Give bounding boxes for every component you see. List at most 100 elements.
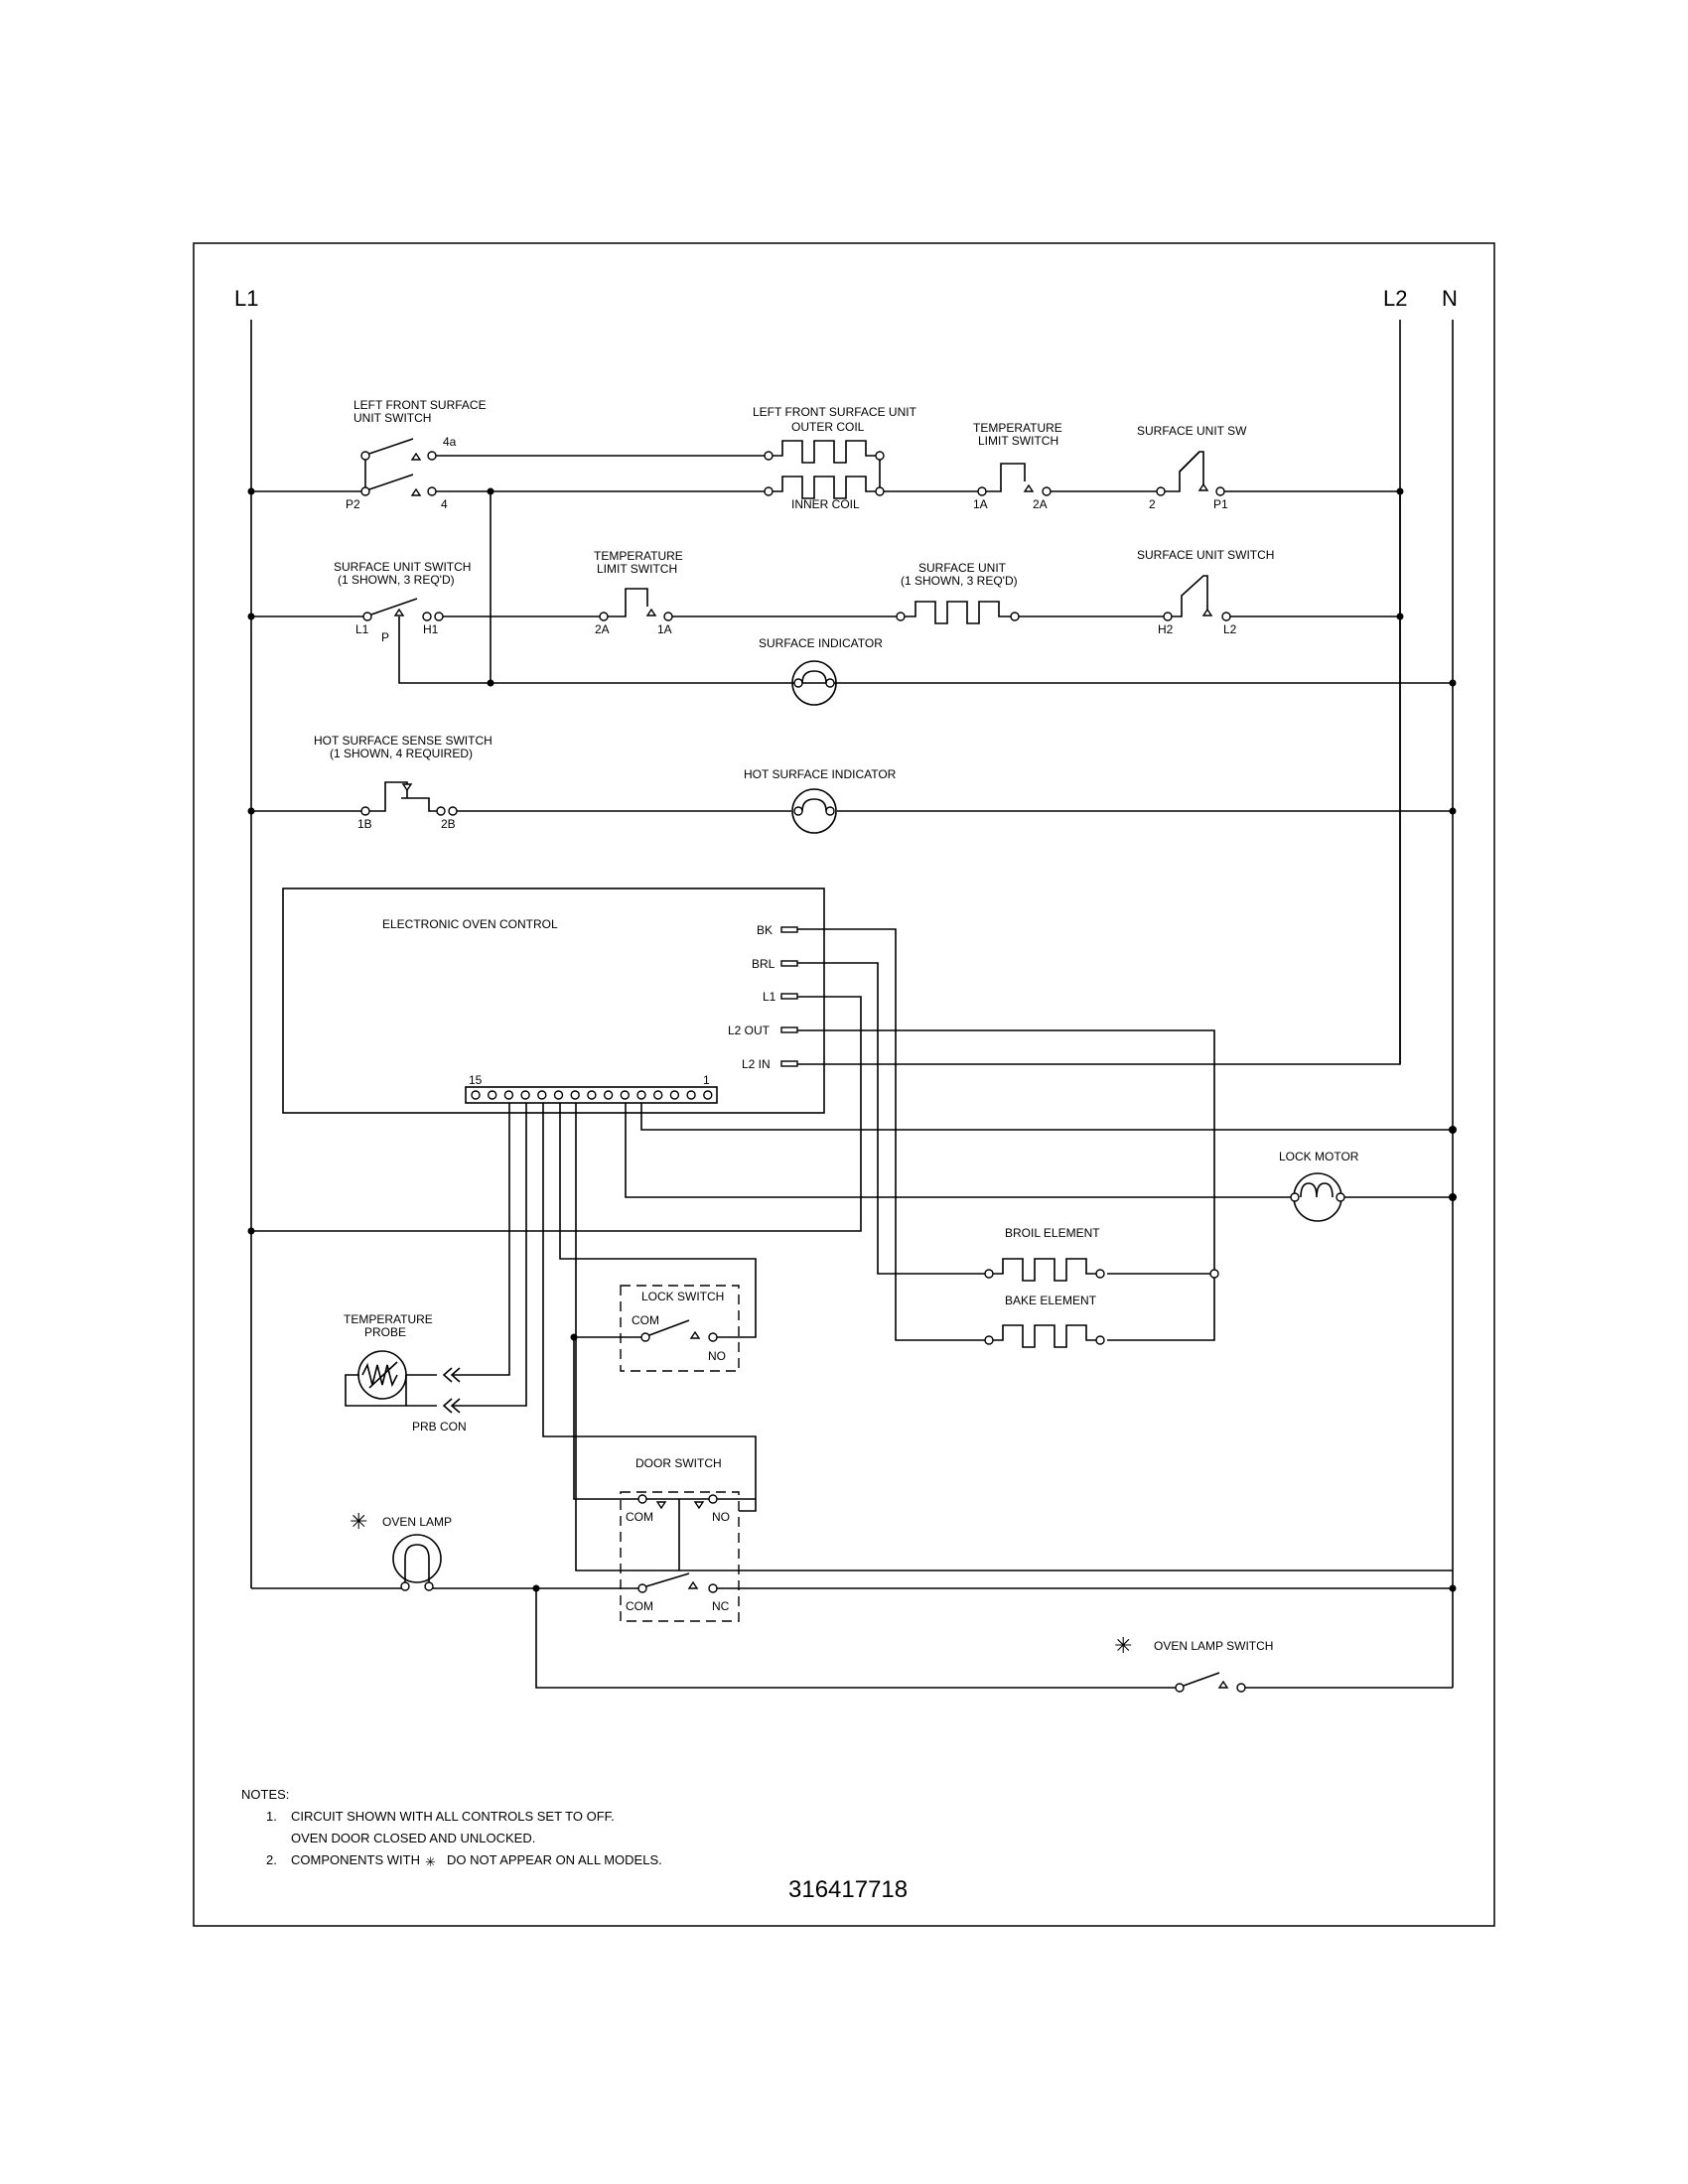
oven-lamp-switch-asterisk: ✳ <box>1114 1633 1132 1658</box>
connector-pin-1: 1 <box>703 1073 710 1087</box>
note-2-part-1: COMPONENTS WITH <box>291 1852 420 1867</box>
control-pin-l2-in: L2 IN <box>742 1057 771 1071</box>
oven-lamp-asterisk: ✳ <box>350 1509 367 1534</box>
row1-limit-title-1: TEMPERATURE <box>973 421 1062 435</box>
door-switch-com-2: COM <box>626 1599 653 1613</box>
note-1-line-1: CIRCUIT SHOWN WITH ALL CONTROLS SET TO O… <box>291 1809 615 1824</box>
connector-pin <box>620 1090 630 1100</box>
broil-label: BROIL ELEMENT <box>1005 1226 1100 1240</box>
row2-limit-pin-1a: 1A <box>657 622 672 636</box>
row2-limit-title-2: LIMIT SWITCH <box>597 562 677 576</box>
connector-pin <box>587 1090 597 1100</box>
row3-pin-1b: 1B <box>357 817 372 831</box>
row1-pin-4a: 4a <box>443 435 457 449</box>
row2-limit-title-1: TEMPERATURE <box>594 549 683 563</box>
hot-surface-indicator-lamp <box>791 788 837 834</box>
control-pin-l1: L1 <box>763 990 776 1004</box>
door-switch-nc: NC <box>712 1599 730 1613</box>
row2-pin-l1: L1 <box>355 622 369 636</box>
row1-limit-pin-2a: 2A <box>1033 497 1048 511</box>
door-switch-label: DOOR SWITCH <box>635 1456 722 1470</box>
note-2-asterisk: ✳ <box>425 1854 436 1869</box>
control-title: ELECTRONIC OVEN CONTROL <box>382 917 558 931</box>
bake-label: BAKE ELEMENT <box>1005 1294 1097 1307</box>
broil-element: BROIL ELEMENT <box>984 1226 1105 1282</box>
door-switch-no: NO <box>712 1510 730 1524</box>
row1-inner-coil: INNER COIL <box>791 497 860 511</box>
connector-pin <box>703 1090 713 1100</box>
control-pin-bk: BK <box>757 923 773 937</box>
connector-pin <box>520 1090 530 1100</box>
row1-outer-coil: OUTER COIL <box>791 420 865 434</box>
note-1-line-2: OVEN DOOR CLOSED AND UNLOCKED. <box>291 1831 535 1845</box>
connector-pin <box>570 1090 580 1100</box>
row1-sw-pin-2: 2 <box>1149 497 1156 511</box>
oven-lamp-switch-label: OVEN LAMP SWITCH <box>1154 1639 1273 1653</box>
connector-pin <box>503 1090 514 1100</box>
connector-pin <box>636 1090 646 1100</box>
row3-hot-surface: HOT SURFACE SENSE SWITCH (1 SHOWN, 4 REQ… <box>247 734 1457 834</box>
row2-switch-title-1: SURFACE UNIT SWITCH <box>334 560 471 574</box>
electronic-oven-control: ELECTRONIC OVEN CONTROL BK BRL L1 L2 OUT… <box>282 887 825 1114</box>
part-number: 316417718 <box>788 1876 908 1903</box>
row1-sw-title: SURFACE UNIT SW <box>1137 424 1247 438</box>
connector-pin <box>686 1090 696 1100</box>
row2-limit-pin-2a: 2A <box>595 622 610 636</box>
oven-lamp: ✳ OVEN LAMP <box>251 1509 1457 1592</box>
rail-l1-label: L1 <box>234 286 258 311</box>
row2-sw-pin-l2: L2 <box>1223 622 1237 636</box>
row1-sw-pin-p1: P1 <box>1213 497 1228 511</box>
lock-switch: LOCK SWITCH COM NO <box>570 1285 740 1372</box>
row3-sense-title-2: (1 SHOWN, 4 REQUIRED) <box>330 747 473 760</box>
door-switch-com-1: COM <box>626 1510 653 1524</box>
row2-pin-p: P <box>381 630 389 644</box>
control-pin-l2-out: L2 OUT <box>728 1024 771 1037</box>
connector-pin <box>653 1090 663 1100</box>
row1-limit-pin-1a: 1A <box>973 497 988 511</box>
control-wiring <box>247 491 1457 1571</box>
row2-sw-pin-h2: H2 <box>1158 622 1174 636</box>
row2-pin-h1: H1 <box>423 622 439 636</box>
row1-left-front-surface: LEFT FRONT SURFACE UNIT SWITCH 4a P2 4 L… <box>247 398 1404 511</box>
rail-l2-label: L2 <box>1383 286 1407 311</box>
row3-indicator-label: HOT SURFACE INDICATOR <box>744 767 897 781</box>
lock-switch-no: NO <box>708 1349 726 1363</box>
row1-switch-title-2: UNIT SWITCH <box>353 411 431 425</box>
bake-element: BAKE ELEMENT <box>984 1294 1105 1348</box>
notes: NOTES: 1. CIRCUIT SHOWN WITH ALL CONTROL… <box>241 1787 662 1869</box>
door-switch: DOOR SWITCH COM NO COM NC <box>573 1337 756 1622</box>
surface-indicator-lamp <box>791 660 837 706</box>
rail-n-label: N <box>1442 286 1458 311</box>
connector-pin <box>488 1090 497 1100</box>
connector-pin <box>553 1090 564 1100</box>
row3-pin-2b: 2B <box>441 817 456 831</box>
row3-sense-title-1: HOT SURFACE SENSE SWITCH <box>314 734 492 748</box>
temperature-probe: TEMPERATURE PROBE PRB CON <box>344 1312 467 1433</box>
oven-lamp-label: OVEN LAMP <box>382 1515 452 1529</box>
connector-pin <box>603 1090 614 1100</box>
row1-unit-title: LEFT FRONT SURFACE UNIT <box>753 405 917 419</box>
prb-con-label: PRB CON <box>412 1420 467 1433</box>
notes-title: NOTES: <box>241 1787 289 1802</box>
row2-unit-title-1: SURFACE UNIT <box>918 561 1007 575</box>
row1-pin-4: 4 <box>441 497 448 511</box>
connector-pins <box>471 1090 713 1100</box>
lock-switch-label: LOCK SWITCH <box>641 1290 724 1303</box>
diagram-frame <box>193 242 1495 1927</box>
connector-pin <box>669 1090 680 1100</box>
row1-switch-title-1: LEFT FRONT SURFACE <box>353 398 487 412</box>
connector-pin-15: 15 <box>469 1073 483 1087</box>
connector-pin <box>471 1090 481 1100</box>
note-2-number: 2. <box>266 1852 277 1867</box>
row2-unit-title-2: (1 SHOWN, 3 REQ'D) <box>901 574 1018 588</box>
row2-surface-unit: SURFACE UNIT SWITCH (1 SHOWN, 3 REQ'D) L… <box>247 491 1457 706</box>
probe-label-2: PROBE <box>364 1325 406 1339</box>
lock-motor-label: LOCK MOTOR <box>1279 1150 1359 1163</box>
row1-pin-p2: P2 <box>346 497 360 511</box>
row2-switch-title-2: (1 SHOWN, 3 REQ'D) <box>338 573 455 587</box>
row1-limit-title-2: LIMIT SWITCH <box>978 434 1058 448</box>
connector-pin <box>537 1090 547 1100</box>
lock-switch-com: COM <box>632 1313 659 1327</box>
probe-label-1: TEMPERATURE <box>344 1312 433 1326</box>
